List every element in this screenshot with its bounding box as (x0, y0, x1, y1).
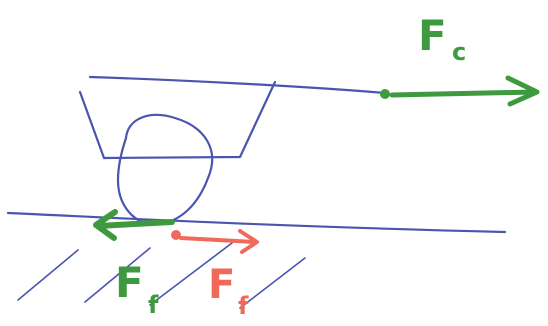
tow-line (90, 77, 385, 93)
label-ff-red-main: F (208, 262, 235, 308)
label-fc: F c (418, 11, 466, 66)
applied-force-arrow (380, 78, 537, 104)
ground-line (8, 213, 505, 232)
wheel (118, 115, 212, 224)
cart-body (80, 82, 275, 158)
label-ff-green-sub: f (148, 291, 159, 319)
friction-arrow-right (171, 230, 257, 252)
ground-hatching (18, 243, 305, 308)
label-fc-main: F (418, 11, 447, 60)
label-ff-red: F f (208, 262, 249, 320)
label-fc-sub: c (452, 38, 466, 66)
label-ff-red-sub: f (238, 292, 249, 320)
label-ff-green-main: F (115, 258, 144, 307)
label-ff-green: F f (115, 258, 159, 319)
